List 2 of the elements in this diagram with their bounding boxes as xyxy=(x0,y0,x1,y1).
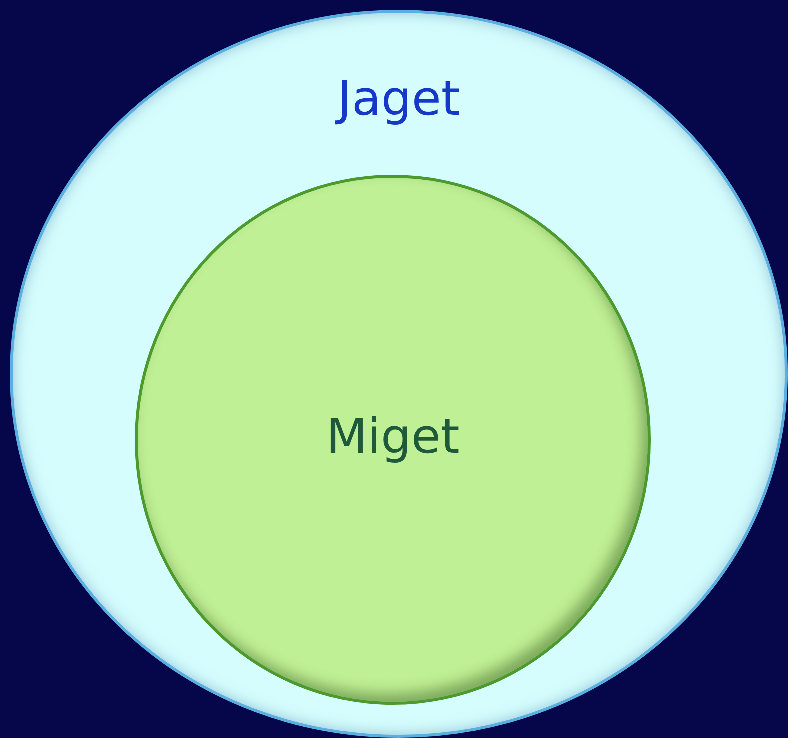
inner-label: Miget xyxy=(326,413,460,461)
outer-label: Jaget xyxy=(338,75,460,123)
